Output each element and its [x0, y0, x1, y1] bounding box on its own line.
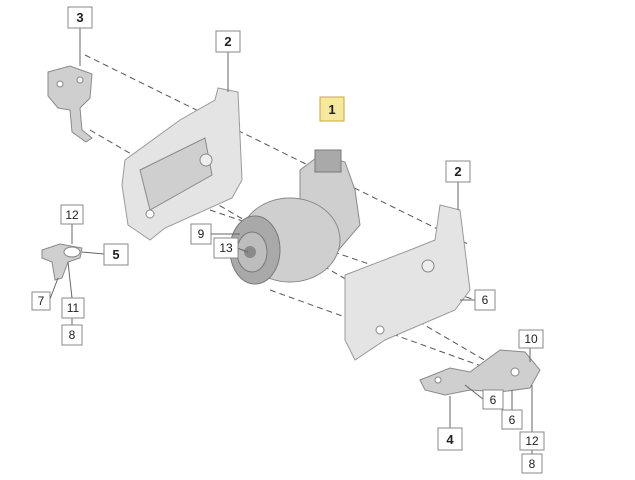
svg-text:13: 13: [219, 241, 233, 255]
compressor-part-1: [229, 149, 361, 285]
svg-text:6: 6: [482, 293, 489, 307]
svg-text:6: 6: [509, 413, 516, 427]
callout-11: 11: [61, 297, 85, 319]
callout-8-left: 8: [61, 324, 83, 346]
bracket-part-4: [419, 349, 541, 396]
svg-text:12: 12: [65, 208, 79, 222]
svg-text:2: 2: [224, 34, 231, 49]
callout-6-c: 6: [501, 409, 523, 430]
svg-text:8: 8: [529, 457, 536, 471]
svg-text:12: 12: [525, 434, 539, 448]
callout-8-right: 8: [521, 453, 543, 474]
callout-5: 5: [103, 243, 129, 266]
callout-2-right: 2: [445, 160, 471, 183]
svg-text:11: 11: [67, 301, 80, 315]
svg-text:3: 3: [76, 10, 83, 25]
callout-4: 4: [437, 427, 463, 451]
svg-text:2: 2: [454, 164, 461, 179]
svg-text:8: 8: [69, 328, 76, 342]
callout-12-upper: 12: [60, 204, 84, 225]
heat-shield-part-2-right: [344, 204, 471, 361]
callout-12-lower: 12: [519, 431, 545, 451]
callout-13: 13: [213, 237, 239, 259]
callout-1-highlighted: 1: [319, 96, 345, 122]
heat-shield-part-2-left: [121, 87, 243, 241]
svg-text:7: 7: [38, 294, 45, 308]
callout-7: 7: [31, 291, 51, 311]
callout-6-b: 6: [482, 389, 504, 410]
callout-3: 3: [67, 6, 93, 29]
callout-9: 9: [190, 223, 212, 245]
callout-10: 10: [518, 329, 544, 349]
svg-text:5: 5: [112, 247, 119, 262]
callout-2-left: 2: [215, 30, 241, 53]
svg-text:10: 10: [524, 332, 538, 346]
bracket-part-3: [47, 65, 93, 143]
svg-text:1: 1: [328, 102, 335, 117]
callout-6-a: 6: [474, 289, 496, 311]
clamp-part-5: [41, 243, 83, 281]
svg-text:9: 9: [198, 227, 205, 241]
leader-lines: [49, 28, 533, 460]
svg-text:4: 4: [446, 432, 454, 447]
svg-text:6: 6: [490, 393, 497, 407]
